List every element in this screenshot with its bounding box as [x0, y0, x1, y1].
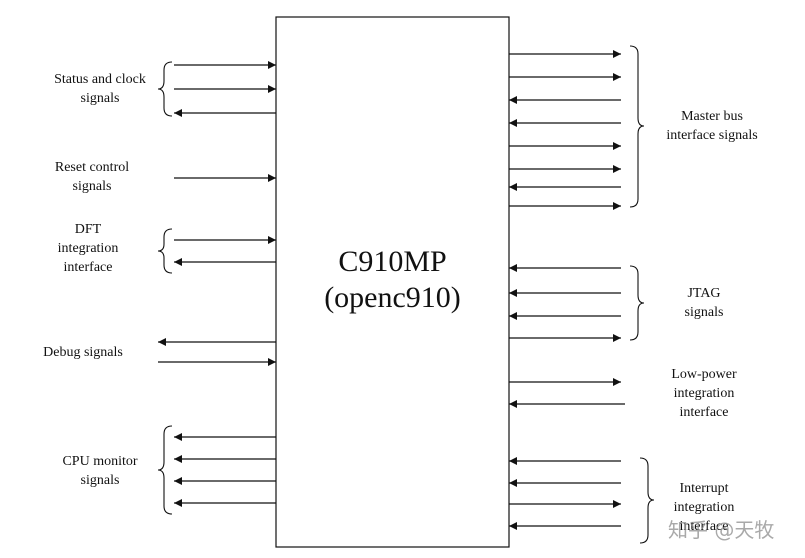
master-bus-brace [629, 45, 645, 208]
status-clock-label: Status and clock signals [54, 72, 146, 106]
low-power-arrows [509, 378, 625, 408]
cpu-monitor-brace [157, 425, 173, 515]
status-clock-brace [157, 61, 173, 117]
interrupt-brace [639, 457, 655, 544]
status-clock-arrows [174, 61, 276, 117]
interrupt-arrows [509, 457, 621, 530]
dft-brace [157, 228, 173, 274]
interrupt-label: Interrupt integration interface [673, 481, 735, 534]
low-power-label: Low-power integration interface [671, 367, 737, 420]
debug-label: Debug signals [43, 345, 123, 360]
watermark: 知乎 @天牧 [668, 518, 775, 542]
master-bus-arrows [509, 50, 621, 210]
block-name: C910MP [338, 245, 447, 278]
block-subname: (openc910) [324, 281, 461, 314]
reset-control-label: Reset control signals [54, 160, 130, 194]
jtag-brace [629, 265, 645, 341]
block-title: C910MP (openc910) [276, 244, 509, 316]
jtag-label: JTAG signals [684, 286, 724, 320]
dft-label: DFT integration interface [57, 222, 119, 275]
c910mp-block [275, 16, 510, 548]
master-bus-label: Master bus interface signals [666, 109, 758, 143]
cpu-monitor-arrows [174, 433, 276, 507]
cpu-monitor-label: CPU monitor signals [62, 454, 138, 488]
jtag-arrows [509, 264, 621, 342]
debug-arrows [158, 338, 276, 366]
dft-arrows [174, 236, 276, 266]
